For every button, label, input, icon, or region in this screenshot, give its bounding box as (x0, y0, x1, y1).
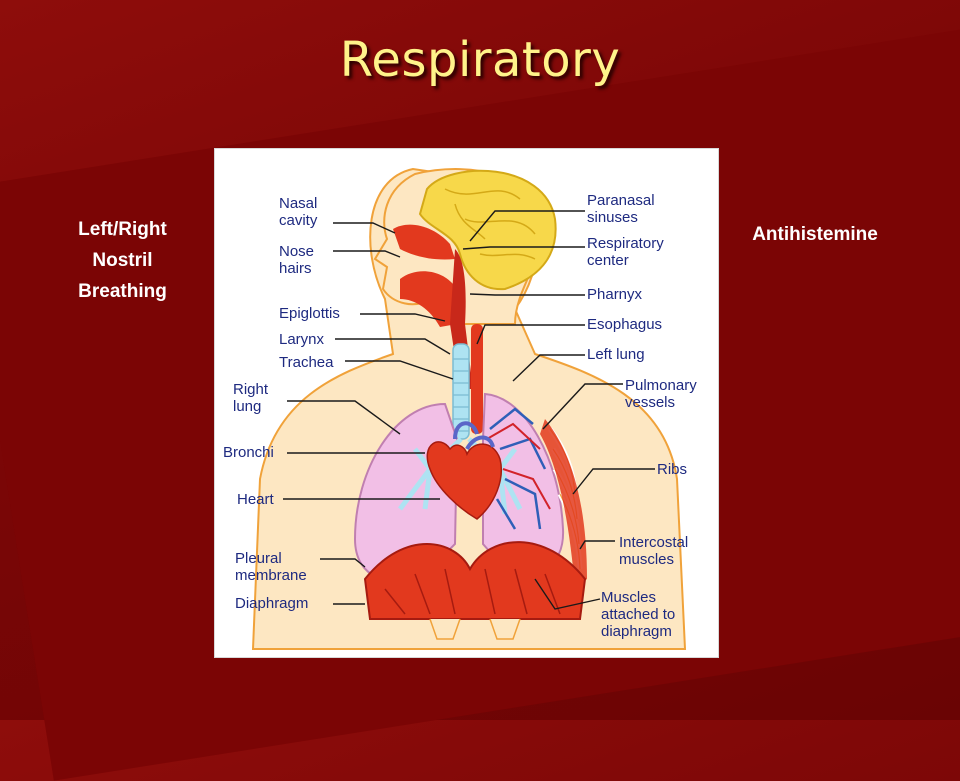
label-line: membrane (235, 567, 307, 584)
heart-vessels (453, 421, 495, 451)
mouth-throat (400, 271, 457, 327)
left-note-line: Breathing (78, 281, 167, 302)
label-line: Intercostal (619, 534, 689, 551)
label-heart: Heart (237, 491, 274, 508)
label-bronchi: Bronchi (223, 444, 274, 461)
label-nasal-cavity: Nasal cavity (279, 195, 317, 229)
label-right-lung: Right lung (233, 381, 268, 415)
label-nose-hairs: Nose hairs (279, 243, 314, 277)
label-line: diaphragm (601, 623, 672, 640)
right-note: Antihistemine (752, 224, 878, 245)
label-paranasal-sinuses: Paranasal sinuses (587, 192, 655, 226)
label-pharnyx: Pharnyx (587, 286, 643, 303)
label-line: vessels (625, 394, 676, 411)
label-muscles-attached: Muscles attached to diaphragm (601, 589, 675, 640)
nasal-cavity-shape (393, 224, 455, 260)
label-line: Muscles (601, 589, 657, 606)
left-note: Left/Right Nostril Breathing (40, 214, 205, 307)
anatomy-illustration (251, 167, 687, 650)
label-epiglottis: Epiglottis (279, 305, 340, 322)
label-line: lung (233, 398, 262, 415)
label-left-lung: Left lung (587, 346, 645, 363)
label-line: Pulmonary (625, 377, 697, 394)
intercostal-muscles-shape (540, 419, 587, 589)
label-diaphragm: Diaphragm (235, 595, 309, 612)
label-ribs: Ribs (657, 461, 688, 478)
label-line: hairs (279, 260, 312, 277)
pulmonary-arteries (486, 422, 551, 510)
respiratory-diagram: Nasal cavity Nose hairs Epiglottis Laryn… (214, 148, 719, 658)
leader-lines-left (283, 222, 454, 605)
esophagus-shape (471, 324, 483, 434)
label-line: cavity (279, 212, 318, 229)
label-line: Nose (279, 243, 315, 260)
label-intercostal-muscles: Intercostal muscles (619, 534, 688, 568)
label-line: sinuses (587, 209, 638, 226)
label-line: Nasal (279, 195, 318, 212)
trachea-rings (453, 358, 469, 432)
label-pulmonary-vessels: Pulmonary vessels (625, 377, 697, 411)
label-line: Pleural (235, 550, 282, 567)
diaphragm-shape (363, 541, 587, 620)
left-note-line: Left/Right (78, 219, 167, 240)
slide-title: Respiratory (339, 32, 621, 88)
label-line: Paranasal (587, 192, 655, 209)
label-esophagus: Esophagus (587, 316, 663, 333)
leader-lines-right (462, 210, 655, 610)
diaphragm-fibers (384, 568, 561, 615)
label-trachea: Trachea (279, 354, 334, 371)
vertebra-stubs (429, 618, 521, 640)
label-line: Respiratory (587, 235, 664, 252)
brain (418, 169, 557, 291)
heart-shape (426, 441, 502, 520)
label-pleural-membrane: Pleural membrane (235, 550, 307, 584)
label-respiratory-center: Respiratory center (587, 235, 664, 269)
label-line: muscles (619, 551, 675, 568)
brain-folds (444, 188, 536, 260)
label-larynx: Larynx (279, 331, 325, 348)
label-line: center (587, 252, 629, 269)
label-line: attached to (601, 606, 676, 623)
left-note-line: Nostril (92, 250, 153, 271)
label-line: Right (233, 381, 269, 398)
